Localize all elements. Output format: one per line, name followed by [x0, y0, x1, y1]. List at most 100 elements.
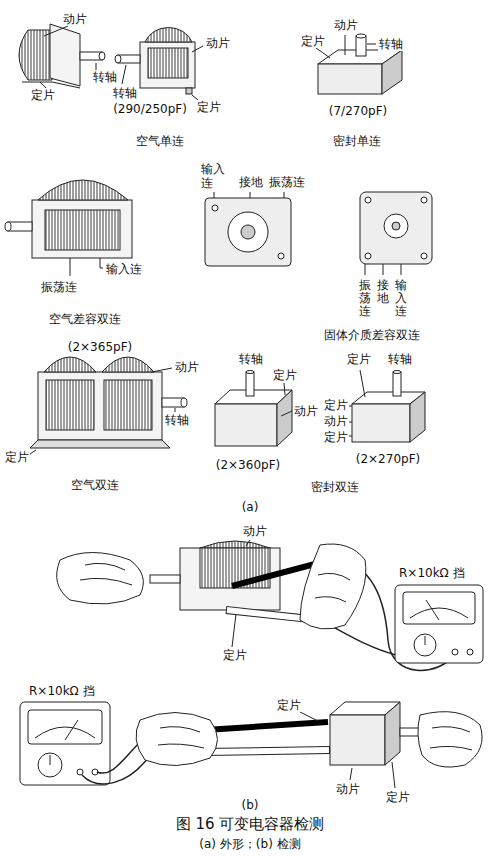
terminal-label: 振荡连	[268, 175, 306, 189]
sub-caption: 密封单连	[332, 134, 382, 148]
meter-range-label: R×10kΩ 挡	[398, 566, 466, 580]
part-label: 动片	[323, 414, 349, 428]
capacitor-test-upper	[467, 649, 473, 655]
sealed-dual-capacitor	[246, 372, 254, 396]
capacitor-test-upper	[200, 548, 270, 588]
capacitor-test-upper	[80, 563, 132, 585]
terminal-label: 输入连	[105, 262, 143, 276]
part-label: 定片	[385, 790, 411, 804]
sealed-single-capacitor	[316, 48, 330, 58]
sealed-dual-capacitor	[360, 370, 365, 397]
figure-caption: 图 16 可变电容器检测	[175, 815, 326, 833]
air-differential-capacitor	[100, 258, 101, 268]
part-label: 定片	[4, 450, 30, 464]
leader-line	[350, 768, 352, 780]
terminal-label: 振荡连	[359, 279, 371, 319]
capacitor-test-lower	[38, 753, 62, 777]
terminal-label: 输入连	[200, 162, 227, 191]
capacitor-test-lower	[202, 750, 330, 752]
capacitor-test-upper	[452, 649, 458, 655]
solid-dielectric-capacitor	[384, 214, 408, 238]
part-label: 转轴	[112, 86, 138, 100]
sealed-single-capacitor	[345, 35, 346, 55]
sealed-dual-capacitor	[281, 411, 292, 416]
part-label: 动片	[62, 12, 88, 26]
part-label: 定片	[300, 34, 326, 48]
capacity-label: (290/250pF)	[112, 102, 188, 116]
part-label: 转轴	[164, 413, 190, 427]
air-dual-capacitor	[38, 372, 162, 440]
leader-line	[300, 712, 395, 788]
part-label: 动片	[174, 360, 200, 374]
leader-line	[30, 450, 36, 454]
terminal-label: 接地	[377, 279, 389, 305]
sealed-single-capacitor	[367, 44, 376, 45]
part-label: 定片	[30, 88, 56, 102]
sub-caption: 密封双连	[310, 480, 360, 494]
figure-subcaption: (a) 外形；(b) 检测	[198, 837, 301, 851]
capacitor-test-upper	[426, 600, 439, 620]
capacitor-test-upper	[57, 553, 144, 605]
solid-dielectric-capacitor	[360, 192, 432, 264]
sealed-dual-capacitor	[410, 392, 425, 442]
capacitor-test-lower	[35, 727, 95, 738]
solid-dielectric-capacitor	[392, 222, 400, 230]
solid-dielectric-capacitor	[205, 192, 291, 266]
sealed-dual-capacitor	[284, 383, 285, 395]
solid-dielectric-capacitor	[360, 192, 432, 275]
capacitor-test-upper	[425, 636, 426, 645]
air-dual-capacitor	[102, 357, 154, 372]
capacitor-test-upper	[410, 608, 468, 618]
air-single-capacitor	[99, 52, 105, 60]
sealed-single-capacitor	[356, 36, 366, 56]
sealed-dual-capacitor	[277, 390, 292, 446]
leader-line	[246, 540, 250, 546]
solid-dielectric-capacitor	[250, 192, 251, 198]
capacitor-test-lower	[205, 722, 328, 730]
part-label: 动片	[333, 18, 359, 32]
solid-dielectric-capacitor	[421, 253, 427, 259]
capacity-label: (2×270pF)	[355, 452, 421, 466]
air-single-capacitor	[115, 55, 121, 63]
part-label: 转轴	[378, 37, 404, 51]
air-dual-capacitor	[104, 380, 152, 430]
sub-caption: 空气单连	[135, 134, 185, 148]
capacity-label: (7/270pF)	[328, 104, 388, 118]
terminal-label: 输入连	[395, 279, 407, 319]
part-label: 定片	[276, 698, 302, 712]
sealed-single-capacitor	[356, 34, 366, 38]
part-label: 动片	[293, 404, 319, 418]
capacitor-test-upper	[395, 585, 483, 663]
sealed-single-capacitor	[318, 64, 382, 94]
leader-line	[96, 63, 97, 70]
part-label: 定片	[323, 398, 349, 412]
solid-dielectric-capacitor	[205, 198, 291, 266]
part-label: 定片	[222, 648, 248, 662]
part-label: 转轴	[92, 70, 118, 84]
capacitor-test-lower	[20, 702, 482, 785]
panel-label: (a)	[241, 500, 260, 514]
capacitor-test-lower	[330, 715, 385, 765]
air-differential-capacitor	[8, 222, 32, 231]
air-dual-capacitor	[44, 357, 96, 372]
solid-dielectric-capacitor	[421, 197, 427, 203]
capacitor-test-upper	[300, 544, 366, 629]
part-label: 定片	[196, 100, 222, 114]
sub-caption: 空气差容双连	[48, 312, 122, 326]
sealed-dual-capacitor	[393, 372, 401, 396]
part-label: 定片	[346, 352, 372, 366]
leader-line	[40, 26, 96, 88]
air-dual-capacitor	[181, 398, 187, 407]
part-label: 动片	[242, 524, 268, 538]
sealed-dual-capacitor	[352, 404, 410, 442]
capacitor-test-upper	[150, 575, 180, 583]
sealed-dual-capacitor	[246, 371, 254, 374]
capacity-label: (2×365pF)	[67, 340, 133, 354]
sub-caption: 空气双连	[70, 478, 120, 492]
capacitor-test-upper	[403, 592, 475, 624]
sealed-dual-capacitor	[393, 371, 401, 374]
capacitor-test-upper	[200, 541, 270, 548]
capacitor-test-upper	[57, 541, 483, 670]
